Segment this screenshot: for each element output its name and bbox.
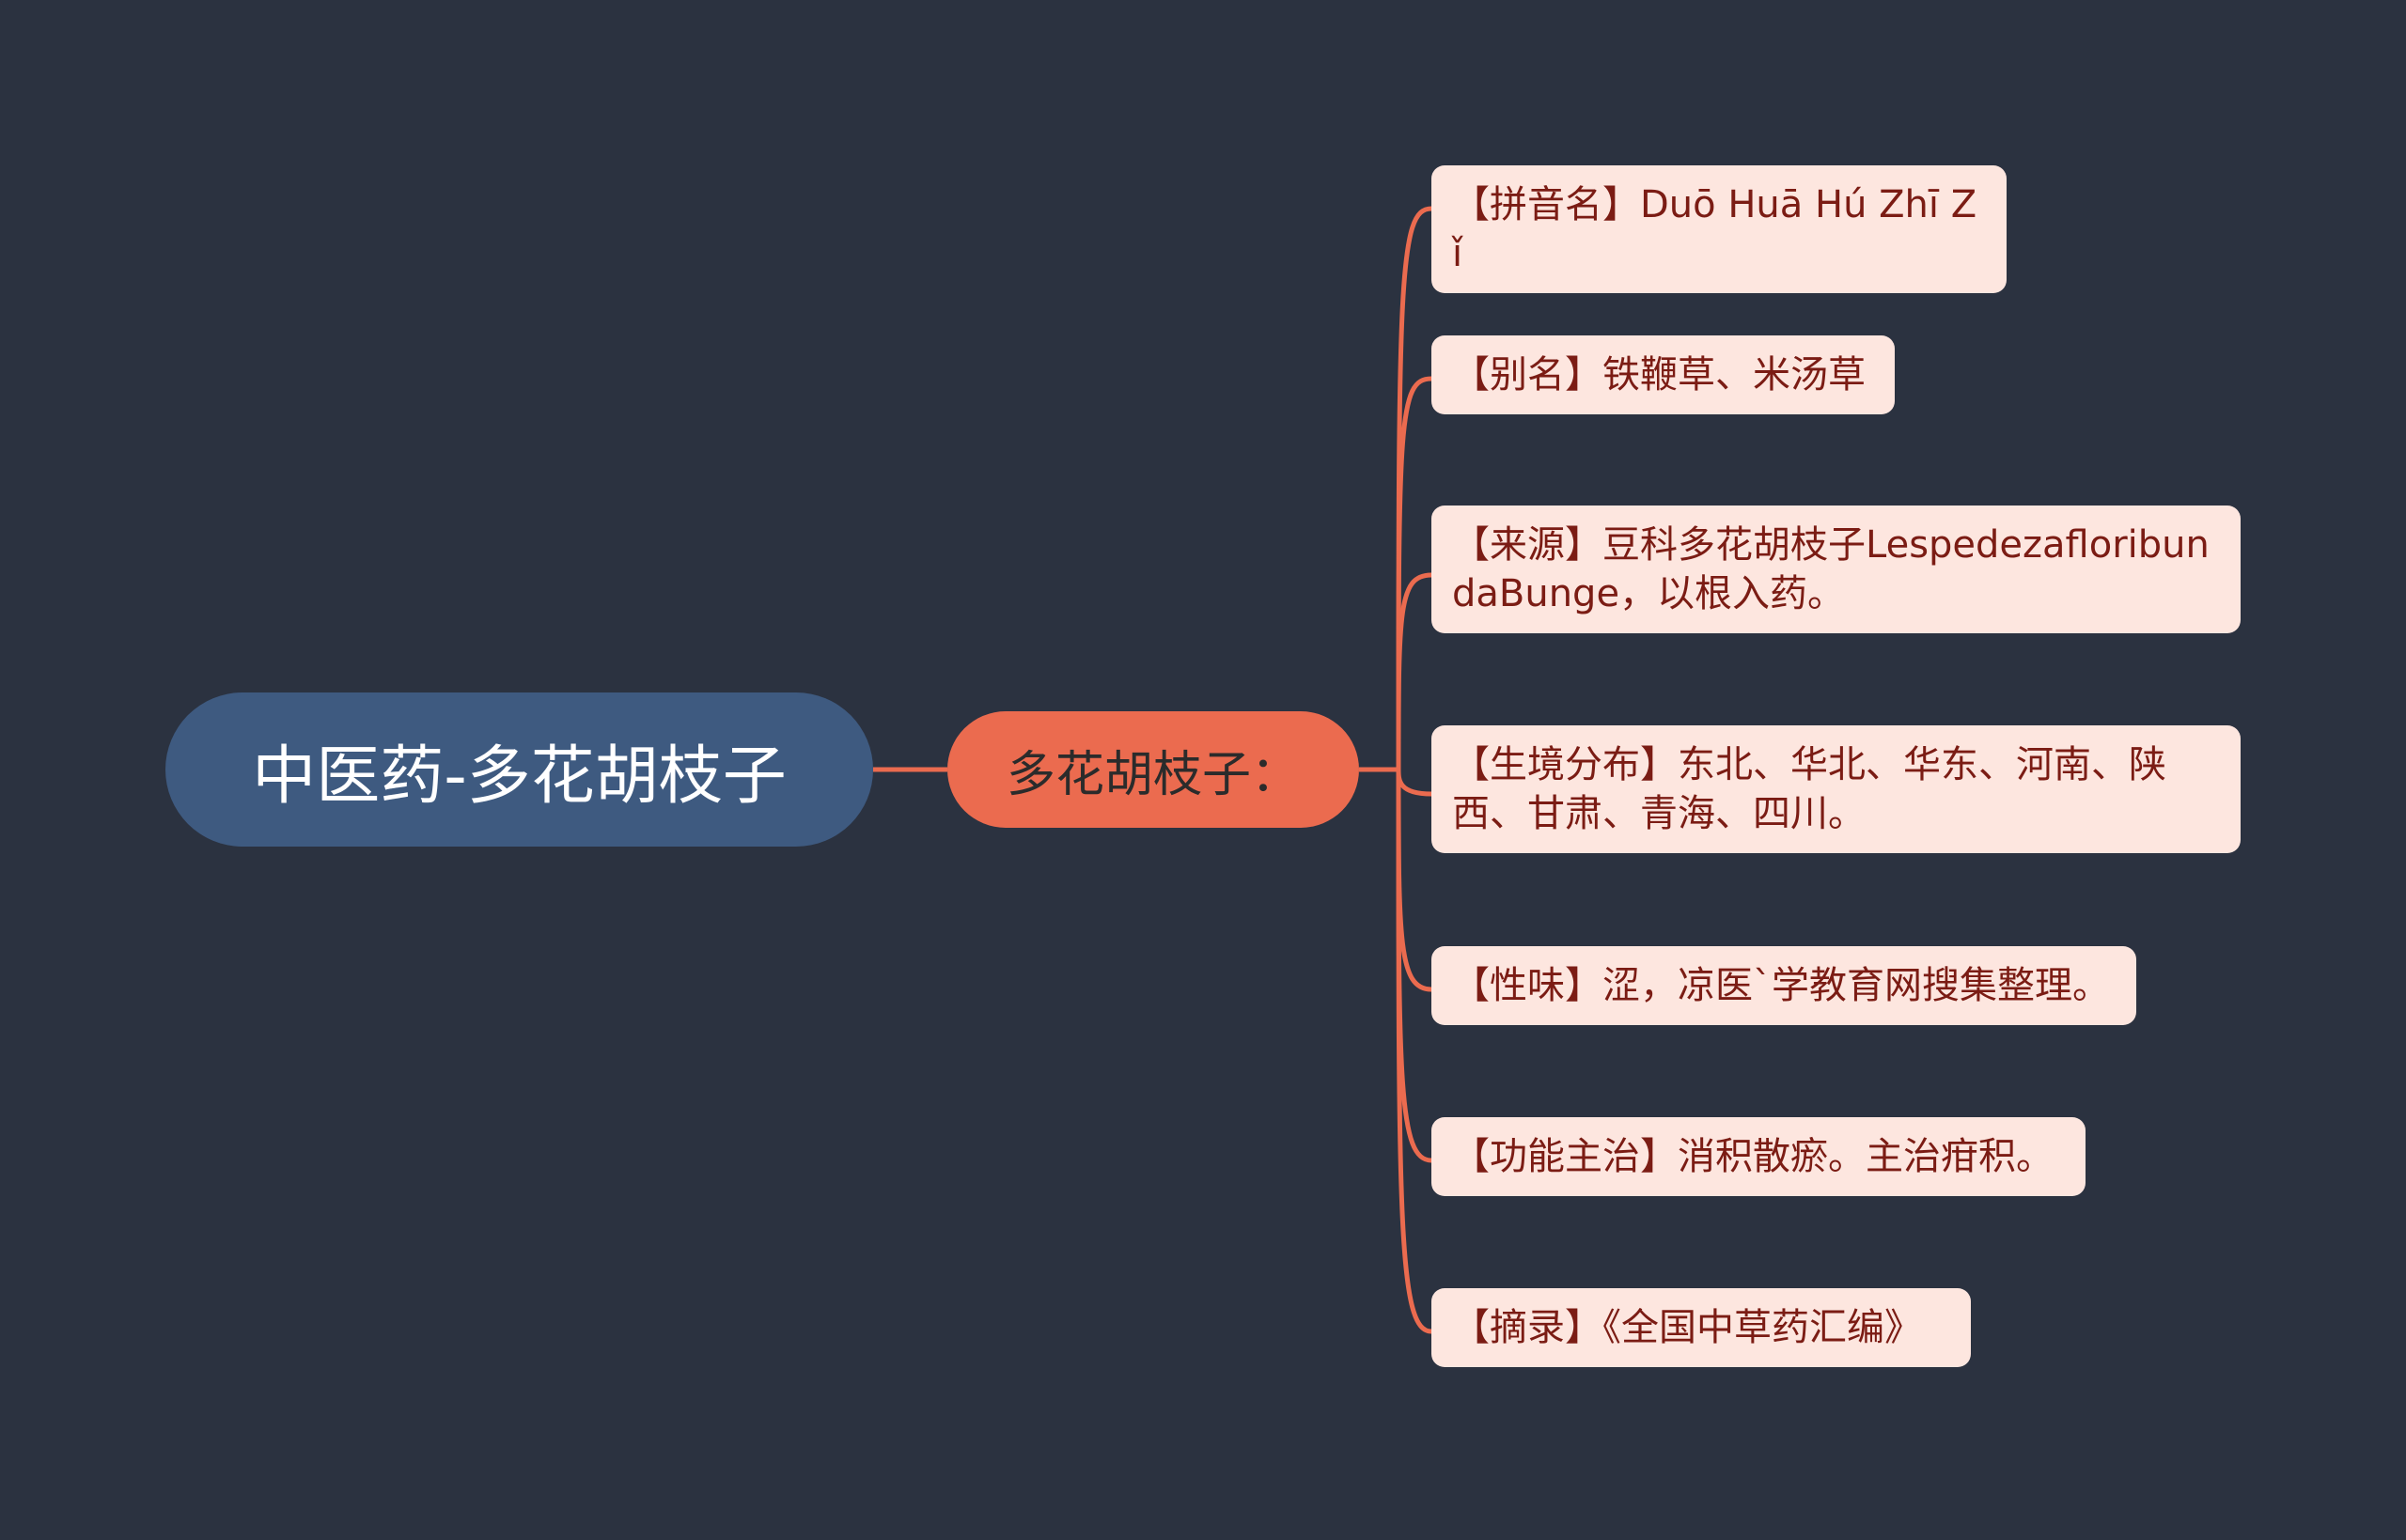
leaf-node-pinyin[interactable]: 【拼音名】Duō Huā Hú Zhī Zǐ <box>1431 165 2007 293</box>
leaf-node-label: 【来源】豆科多花胡枝子LespedezafloribundaBunge，以根入药… <box>1452 523 2210 615</box>
leaf-node-label: 【摘录】《全国中草药汇编》 <box>1452 1306 1922 1349</box>
branch-connector-function <box>1396 769 1432 1163</box>
branch-connector-habitat <box>1396 769 1432 797</box>
branch-connector-source <box>1396 572 1432 770</box>
leaf-node-source[interactable]: 【来源】豆科多花胡枝子LespedezafloribundaBunge，以根入药… <box>1431 506 2241 633</box>
branch-connector-nature <box>1396 769 1432 992</box>
leaf-node-nature[interactable]: 【性味】涩，凉医`学教育网搜集整理。 <box>1431 946 2136 1025</box>
leaf-node-label: 【拼音名】Duō Huā Hú Zhī Zǐ <box>1452 183 1977 275</box>
leaf-node-label: 【生境分布】东北、华北、华东、河南、陕西、甘肃、青海、四川。 <box>1452 743 2166 835</box>
leaf-node-label: 【别名】铁鞭草、米汤草 <box>1452 353 1866 397</box>
leaf-node-alias[interactable]: 【别名】铁鞭草、米汤草 <box>1431 335 1895 414</box>
leaf-node-label: 【功能主治】消积散瘀。主治疳积。 <box>1452 1135 2054 1178</box>
root-topic-node[interactable]: 中医药-多花胡枝子 <box>165 692 873 847</box>
branch-connector-pinyin <box>1396 206 1432 770</box>
leaf-node-function[interactable]: 【功能主治】消积散瘀。主治疳积。 <box>1431 1117 2086 1196</box>
leaf-node-habitat[interactable]: 【生境分布】东北、华北、华东、河南、陕西、甘肃、青海、四川。 <box>1431 725 2241 853</box>
main-topic-node[interactable]: 多花胡枝子： <box>947 711 1359 828</box>
root-topic-label: 中医药-多花胡枝子 <box>252 739 787 814</box>
branch-connector-excerpt <box>1396 769 1432 1334</box>
leaf-node-excerpt[interactable]: 【摘录】《全国中草药汇编》 <box>1431 1288 1971 1367</box>
leaf-node-label: 【性味】涩，凉医`学教育网搜集整理。 <box>1452 964 2110 1007</box>
main-topic-label: 多花胡枝子： <box>1006 746 1300 803</box>
